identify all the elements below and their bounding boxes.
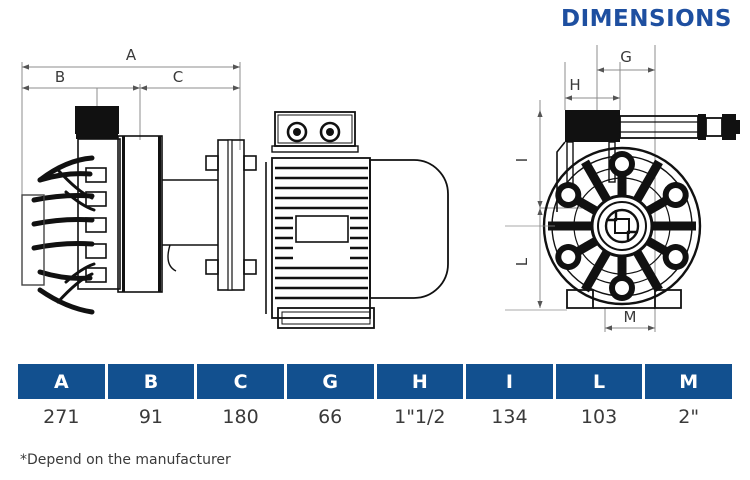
- table-value-cell: 134: [491, 406, 528, 428]
- table-header-cell: C: [197, 364, 284, 399]
- motor-foot: [277, 307, 375, 329]
- dimension-label-h: H: [569, 76, 580, 94]
- dimension-label-l: L: [513, 257, 531, 266]
- dimension-label-a: A: [126, 46, 137, 64]
- motor-nameplate: [295, 215, 349, 243]
- radial-pump-face: [542, 146, 702, 306]
- table-header-cell: G: [286, 364, 374, 399]
- coupling-plate: [161, 139, 257, 291]
- central-hub: [590, 194, 654, 258]
- table-header-cell: H: [376, 364, 464, 399]
- table-header-row: A B C G H I L M: [18, 364, 732, 399]
- terminal-box: [271, 111, 359, 153]
- dimensions-table: A B C G H I L M 271 91 180 66 1"1/2 134 …: [18, 364, 732, 428]
- dimension-line-g: [597, 67, 655, 73]
- dimension-line-bc: [22, 85, 240, 91]
- table-header-cell: M: [645, 364, 732, 399]
- top-pipe: [619, 114, 740, 140]
- table-value-cell: 1"1/2: [394, 406, 446, 428]
- table-value-cell: 2": [678, 406, 700, 428]
- table-header-cell: L: [555, 364, 643, 399]
- rim-bolt-bosses: [555, 151, 689, 301]
- dimension-label-m: M: [624, 308, 637, 326]
- footnote: *Depend on the manufacturer: [20, 452, 231, 468]
- front-view-svg: G H I L: [505, 45, 740, 332]
- table-header-cell: A: [18, 364, 105, 399]
- table-value-cell: 180: [222, 406, 259, 428]
- coupling-bolts: [205, 155, 257, 275]
- table-value-cell: 103: [580, 406, 618, 428]
- page-title: DIMENSIONS: [561, 6, 732, 32]
- table-header-cell: B: [107, 364, 195, 399]
- dimension-line-m: [605, 325, 655, 331]
- table-header-cell: I: [466, 364, 553, 399]
- dimension-line-a: [22, 64, 240, 70]
- table-value-cell: 66: [318, 406, 343, 428]
- cooling-fins: [275, 166, 368, 300]
- extension-lines: [21, 62, 241, 262]
- dimension-line-h: [565, 95, 620, 101]
- discharge-port: [75, 106, 119, 134]
- table-value-row: 271 91 180 66 1"1/2 134 103 2": [18, 406, 732, 428]
- dimension-label-b: B: [55, 68, 65, 86]
- base-feet: [566, 289, 682, 309]
- side-view-svg: A B C: [21, 46, 449, 329]
- front-view-drawing: G H I L: [505, 40, 750, 350]
- dimension-label-i: I: [513, 158, 531, 162]
- dimension-label-c: C: [173, 68, 183, 86]
- table-value-cell: 91: [138, 406, 164, 428]
- inner-bolt-marks: [582, 181, 662, 271]
- fan-cover: [369, 159, 449, 299]
- side-view-drawing: A B C: [0, 40, 470, 350]
- dimension-label-g: G: [620, 48, 632, 66]
- table-value-cell: 271: [43, 406, 80, 428]
- electric-motor: [265, 111, 449, 329]
- center-lines: [505, 225, 567, 311]
- suction-flange: [21, 194, 45, 286]
- pump-housing: [21, 106, 163, 315]
